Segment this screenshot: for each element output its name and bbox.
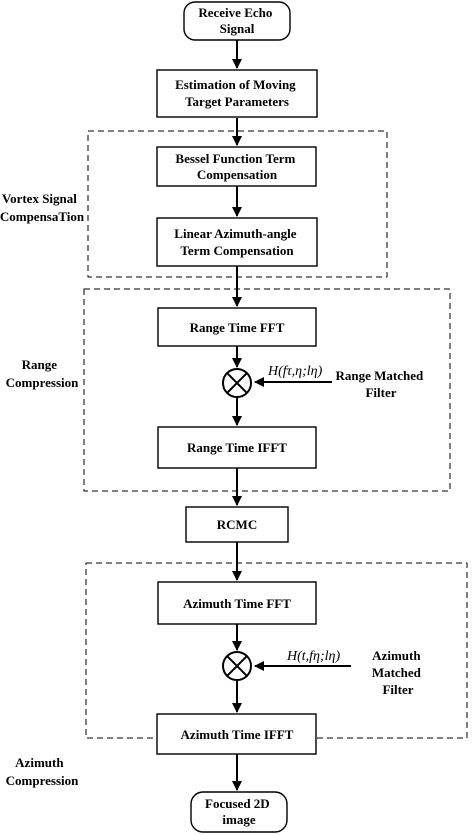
range-filter-formula: H(fτ,η;lη) — [267, 364, 323, 379]
process-rcmc — [185, 506, 289, 543]
range-compression-group — [83, 288, 451, 492]
process-azimuth-fft — [157, 581, 317, 625]
azimuth-fft-label: Azimuth Time FFT — [183, 596, 291, 611]
azimuth-filter-label: Azimuth Matched Filter — [372, 648, 424, 697]
estimation-label: Estimation of Moving Target Parameters — [175, 77, 299, 109]
bessel-label: Bessel Function Term Compensation — [175, 151, 298, 182]
start-node-receive — [183, 1, 291, 41]
process-estimation — [156, 69, 318, 118]
receive-label: Receive Echo Signal — [198, 5, 275, 36]
azimuth-group-label: Azimuth Compression — [6, 755, 79, 788]
multiply-circle-icon — [222, 651, 252, 681]
azimuth-compression-group — [85, 562, 468, 739]
process-linear — [156, 217, 318, 267]
linear-label: Linear Azimuth-angle Term Compensation — [174, 226, 299, 258]
range-fft-label: Range Time FFT — [190, 320, 285, 335]
multiply-circle-icon — [222, 368, 252, 398]
process-azimuth-ifft — [156, 713, 317, 755]
azimuth-ifft-label: Azimuth Time IFFT — [181, 727, 294, 742]
range-ifft-label: Range Time IFFT — [187, 440, 287, 455]
rcmc-label: RCMC — [217, 517, 257, 532]
process-bessel — [156, 146, 317, 187]
focused-label: Focused 2D image — [205, 796, 273, 827]
vortex-group-label: Vortex Signal CompensaTion — [0, 191, 85, 224]
process-range-fft — [157, 307, 317, 347]
end-node-focused — [190, 791, 288, 833]
azimuth-filter-formula: H(t,fη;lη) — [286, 649, 340, 664]
range-group-label: Range Compression — [6, 357, 79, 390]
process-range-ifft — [157, 426, 317, 469]
range-filter-label: Range Matched Filter — [336, 368, 427, 400]
